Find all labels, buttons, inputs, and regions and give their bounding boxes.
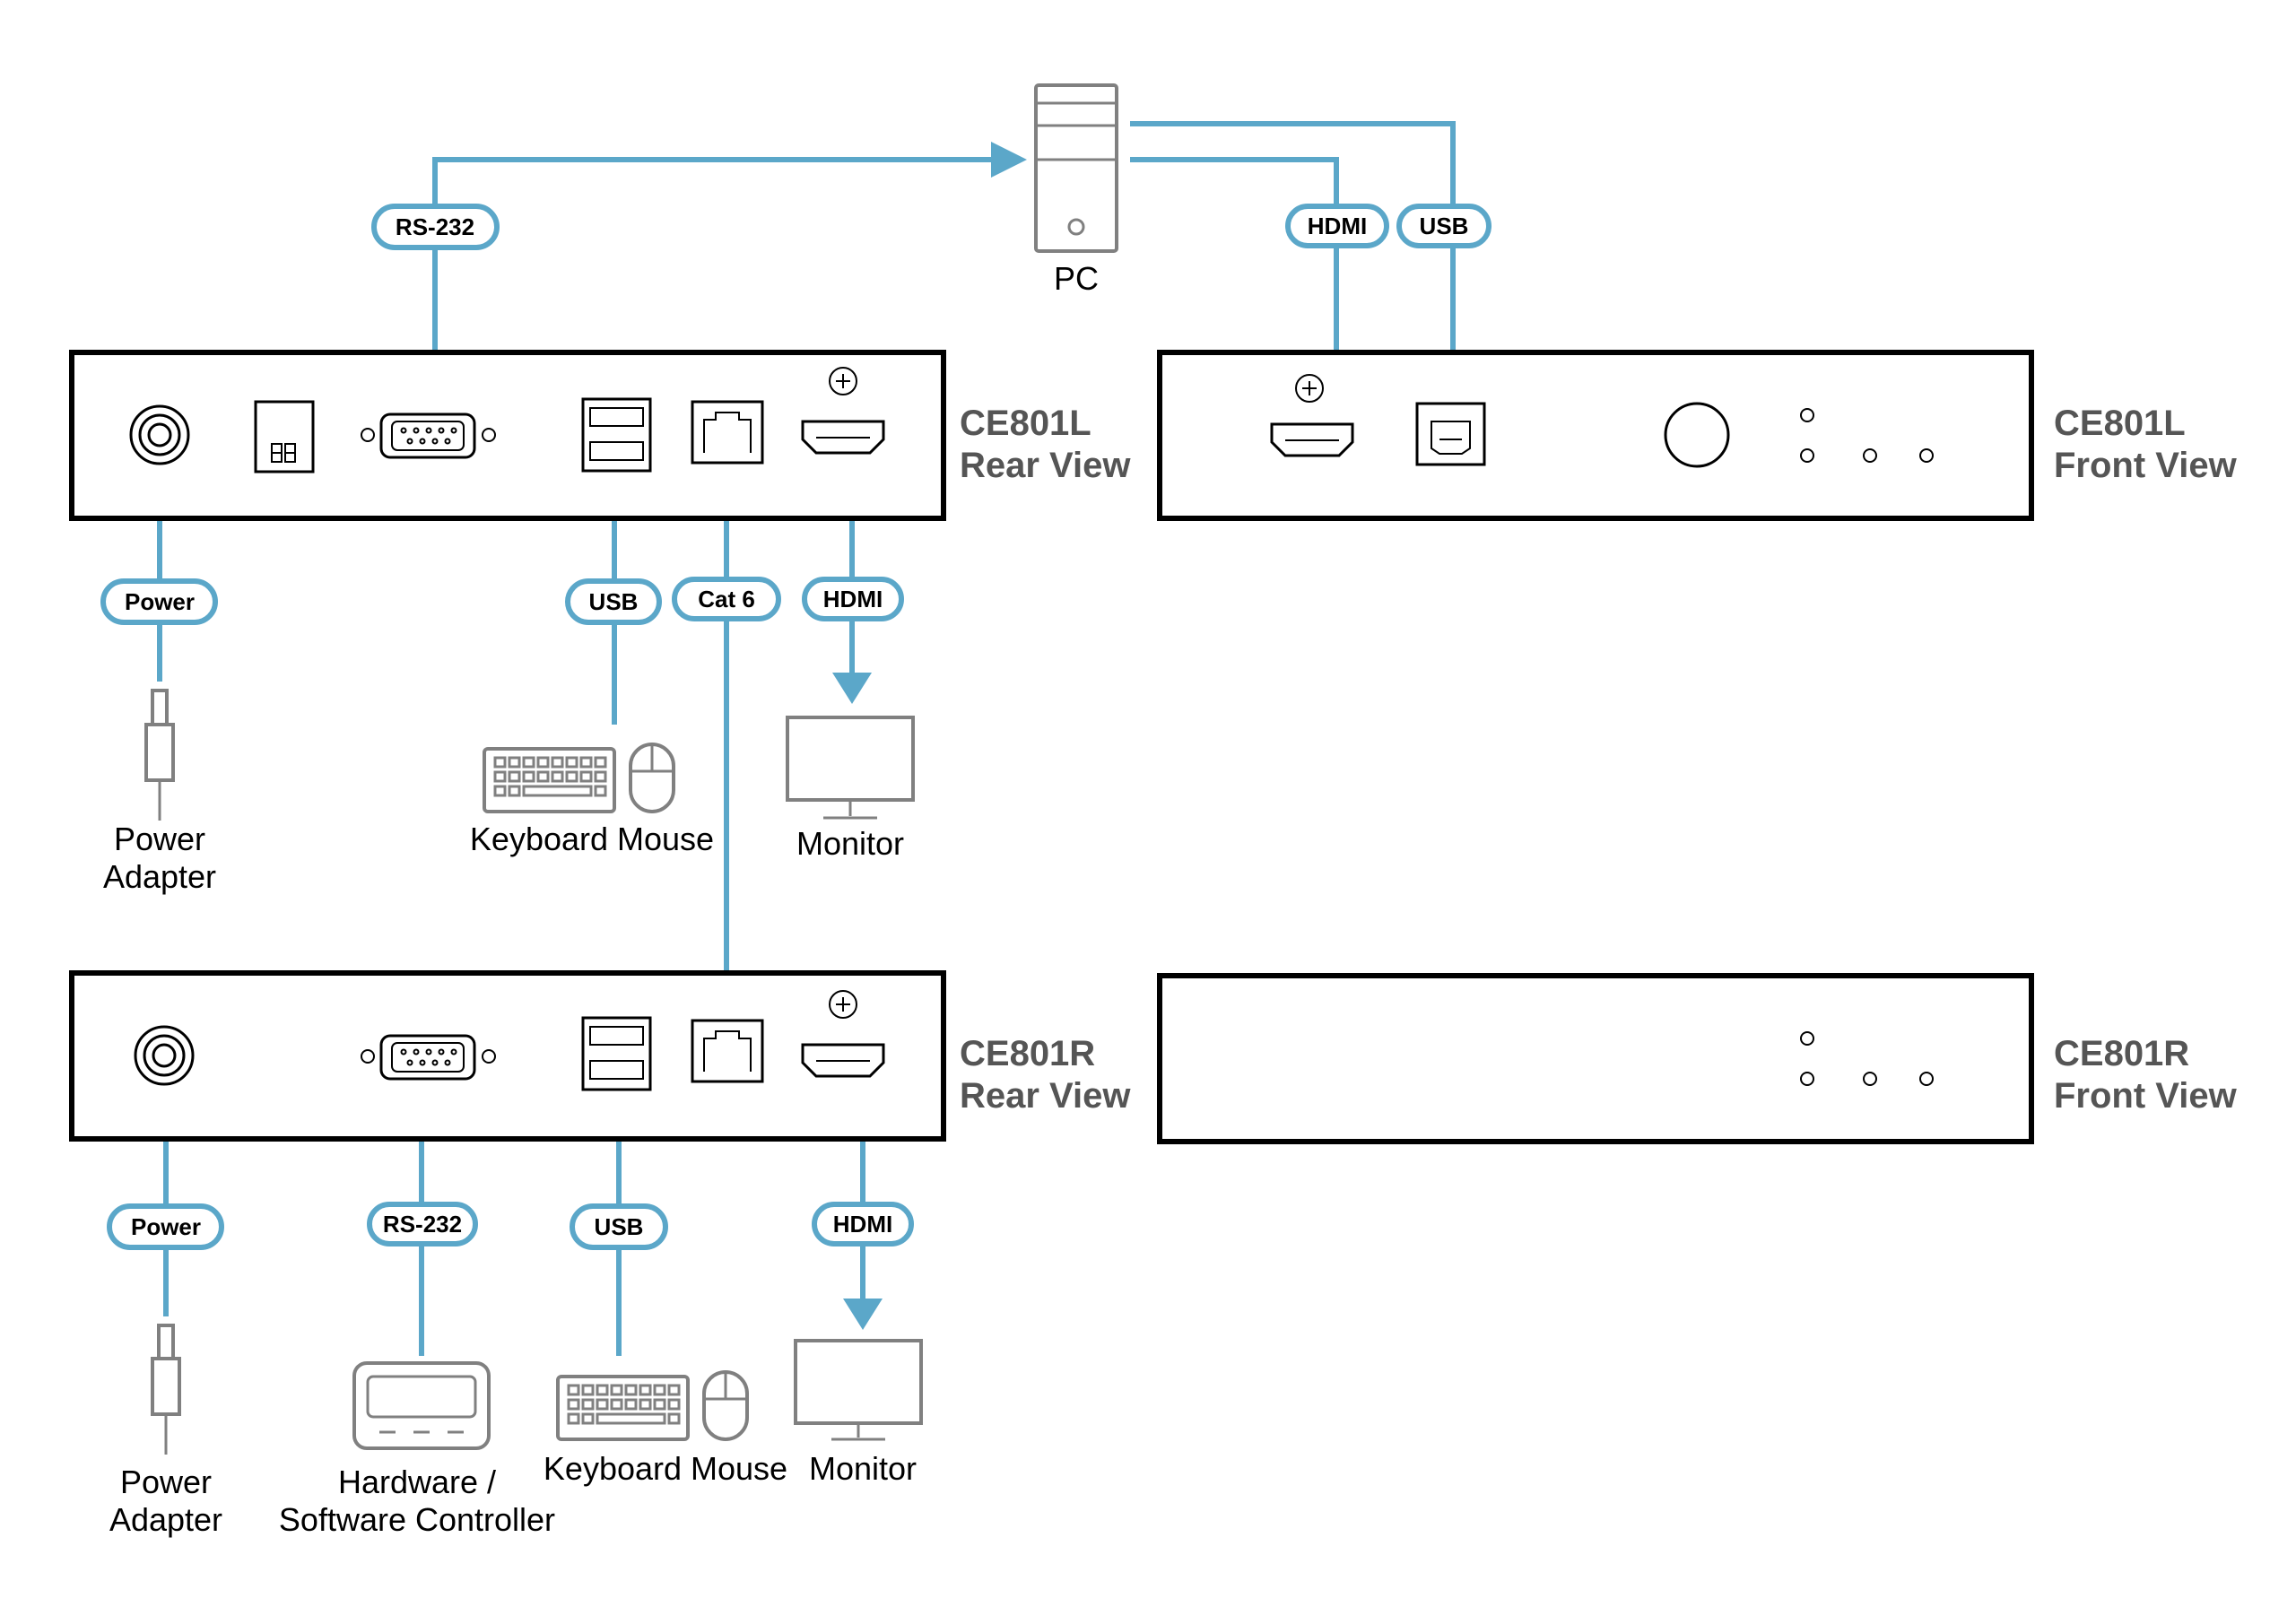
ce801l-front-name: CE801L [2054, 404, 2186, 443]
arrow-to-pc-icon [991, 142, 1027, 178]
l-power-adapter-line2: Adapter [103, 858, 216, 895]
power-jack-icon [134, 1025, 195, 1086]
ce801l-rear-panel [69, 350, 946, 521]
cable-l-rs232 [432, 157, 991, 408]
monitor-icon [794, 1339, 923, 1441]
l-power-adapter-line1: Power [114, 821, 205, 857]
led-indicators-icon [1800, 408, 1934, 463]
mouse-icon [702, 1370, 749, 1441]
pill-l-rs232-text: RS-232 [396, 213, 474, 240]
pill-r-power: Power [107, 1203, 224, 1250]
cable-pc-usb [1130, 121, 1456, 404]
arrow-to-l-monitor-icon [832, 673, 872, 704]
pill-l-hdmi-text: HDMI [823, 586, 883, 612]
ce801r-front-view: Front View [2054, 1076, 2238, 1116]
pc-tower-icon [1034, 83, 1118, 253]
pill-pc-usb-text: USB [1420, 213, 1469, 239]
r-controller-line1: Hardware / [338, 1464, 496, 1500]
l-monitor-label: Monitor [796, 825, 904, 862]
pill-l-usb-text: USB [589, 588, 639, 615]
pill-cat6: Cat 6 [672, 577, 781, 621]
keyboard-icon [556, 1375, 690, 1441]
pill-l-rs232: RS-232 [371, 204, 500, 250]
hdmi-port-icon [801, 367, 885, 455]
ce801l-rear-view: Rear View [960, 446, 1131, 485]
pill-pc-usb: USB [1396, 204, 1492, 248]
pill-pc-hdmi: HDMI [1285, 204, 1389, 248]
pill-l-power-text: Power [125, 588, 195, 615]
ce801r-rear-panel [69, 970, 946, 1142]
power-jack-icon [129, 404, 190, 465]
ce801r-rear-name: CE801R [960, 1034, 1095, 1073]
usb-a-ports-icon [581, 397, 652, 473]
ce801l-front-view: Front View [2054, 446, 2238, 485]
r-power-adapter-line2: Adapter [109, 1501, 222, 1538]
pill-r-power-text: Power [131, 1213, 201, 1240]
pill-r-usb: USB [570, 1203, 668, 1250]
pill-l-usb: USB [565, 578, 662, 625]
ce801r-front-name: CE801R [2054, 1034, 2189, 1073]
arrow-to-r-monitor-icon [843, 1299, 883, 1330]
r-power-adapter-line1: Power [120, 1464, 212, 1500]
monitor-icon [786, 716, 915, 820]
ce801r-rear-view: Rear View [960, 1076, 1131, 1116]
serial-port-icon [361, 1034, 496, 1081]
pill-r-hdmi: HDMI [812, 1202, 914, 1247]
pill-r-usb-text: USB [595, 1213, 644, 1240]
pill-l-power: Power [100, 578, 218, 625]
ce801l-rear-name: CE801L [960, 404, 1091, 443]
keyboard-icon [483, 747, 616, 813]
pill-pc-hdmi-text: HDMI [1308, 213, 1367, 239]
pill-r-hdmi-text: HDMI [833, 1211, 892, 1238]
ce801r-front-panel [1157, 973, 2034, 1144]
cable-pc-hdmi [1130, 157, 1339, 386]
usb-b-port-icon [1415, 402, 1486, 466]
pill-cat6-text: Cat 6 [698, 586, 755, 612]
r-monitor-label: Monitor [809, 1450, 917, 1487]
pill-r-rs232: RS-232 [367, 1202, 478, 1247]
usb-a-ports-icon [581, 1016, 652, 1091]
push-button-icon [1664, 402, 1730, 468]
pill-l-hdmi: HDMI [802, 577, 904, 621]
power-adapter-plug-icon [151, 1324, 181, 1455]
pc-label: PC [1054, 260, 1099, 297]
r-controller-line2: Software Controller [279, 1501, 555, 1538]
pill-r-rs232-text: RS-232 [383, 1211, 462, 1238]
mouse-icon [629, 743, 675, 813]
hdmi-port-icon [1270, 374, 1354, 457]
l-keyboard-mouse-label: Keyboard Mouse [470, 821, 714, 857]
ce801l-front-panel [1157, 350, 2034, 521]
rj45-port-icon [691, 400, 764, 465]
r-keyboard-mouse-label: Keyboard Mouse [544, 1450, 787, 1487]
serial-port-icon [361, 413, 496, 459]
hdmi-port-icon [801, 990, 885, 1078]
power-adapter-plug-icon [144, 689, 175, 821]
led-indicators-icon [1800, 1031, 1934, 1086]
controller-terminal-icon [352, 1361, 491, 1450]
rj45-port-icon [691, 1019, 764, 1083]
dip-switch-icon [254, 400, 315, 473]
